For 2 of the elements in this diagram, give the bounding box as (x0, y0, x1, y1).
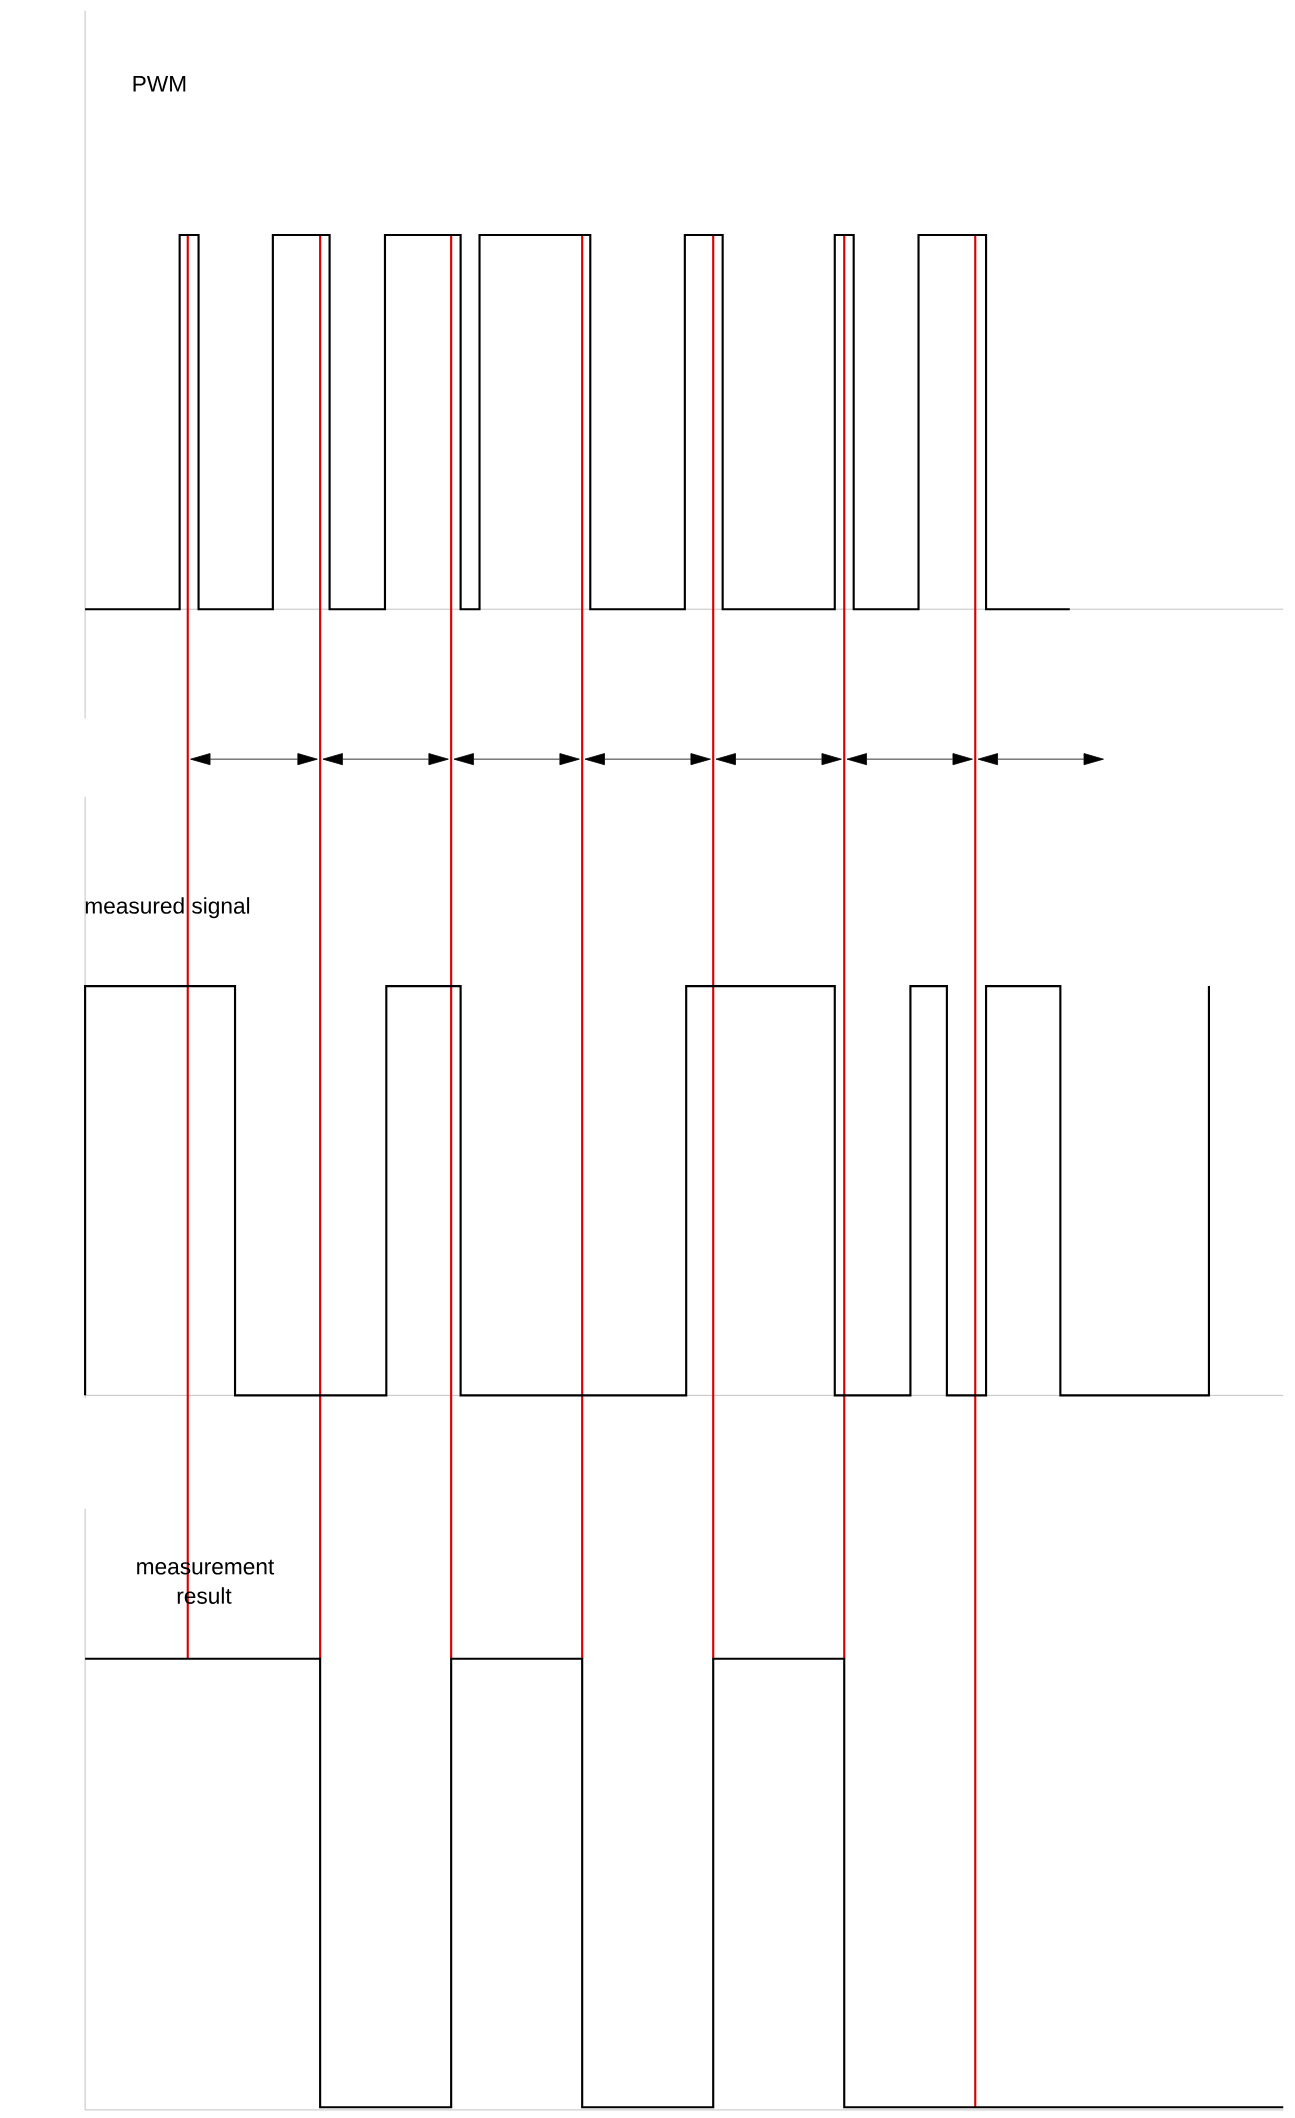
signal-label: measured signal (85, 897, 249, 919)
signal-label: PWM (133, 75, 186, 92)
